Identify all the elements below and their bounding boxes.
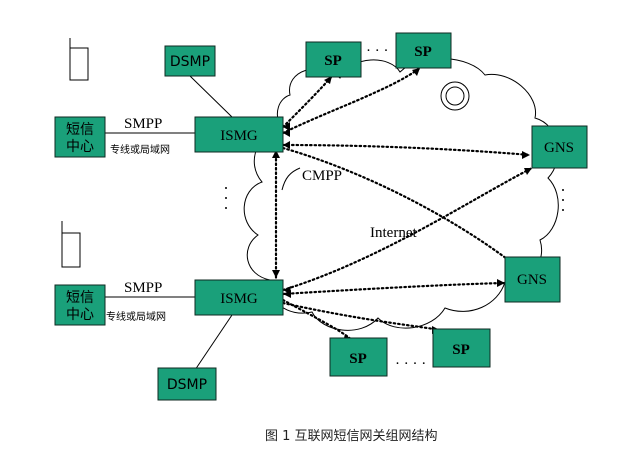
cmpp-pointer [281,167,301,191]
link-ismg2-gns2 [281,281,507,296]
sp-node-3: SP [329,337,388,377]
smpp-label-top: SMPP [124,116,162,132]
dsmp-node-top: DSMP [164,45,216,77]
dsmp-label-top: DSMP [170,54,210,70]
link-ismg1-gns1 [281,143,532,157]
cloud-bubble-inner [445,86,465,106]
sp-label-4: SP [452,342,470,358]
sp-label-3: SP [349,351,367,367]
gns-node-bottom: GNS [504,256,561,303]
smsc-label-top-1: 短信 [66,122,94,138]
phone-icon-top [69,47,89,81]
smsc-node-top: 短信 中心 [54,116,106,158]
link-type-label-top: 专线或局域网 [110,143,170,156]
smpp-label-bottom: SMPP [124,280,162,296]
link-ismg2-gns1 [281,166,534,292]
smsc-label-bottom-1: 短信 [66,290,94,306]
link-ismg2-sp4 [281,301,442,332]
gns-node-top: GNS [531,125,588,169]
ismg-label-top: ISMG [220,128,258,144]
ismg-label-bottom: ISMG [220,291,258,307]
sp-label-2: SP [414,44,432,60]
vertical-ellipsis-left [225,187,227,209]
smsc-label-top-2: 中心 [66,139,94,155]
link-ismg1-sp2 [281,66,422,135]
ismg-node-top: ISMG [194,116,284,153]
dsmp-ismg-line-bottom [194,314,233,371]
ismg-node-bottom: ISMG [194,279,284,316]
link-type-label-bottom: 专线或局域网 [106,310,166,323]
smsc-node-bottom: 短信 中心 [54,284,106,326]
dsmp-label-bottom: DSMP [167,377,207,393]
smsc-label-bottom-2: 中心 [66,307,94,323]
dsmp-ismg-line-top [189,75,233,118]
dsmp-node-bottom: DSMP [157,367,217,401]
ellipsis-top: · · · [366,43,389,59]
sp-node-4: SP [432,328,491,368]
ellipsis-bottom: · · · · [395,356,426,372]
link-ismg1-gns2 [281,146,517,267]
sp-node-1: SP [305,41,362,78]
figure-caption: 图 1 互联网短信网关组网结构 [265,429,438,444]
sp-label-1: SP [324,53,342,69]
sp-node-2: SP [395,32,452,69]
phone-icon-bottom [61,232,81,268]
gns-label-top: GNS [544,140,574,156]
gns-label-bottom: GNS [517,272,547,288]
internet-label: Internet [370,225,417,241]
cmpp-label: CMPP [302,168,342,184]
vertical-ellipsis-right [562,189,564,211]
